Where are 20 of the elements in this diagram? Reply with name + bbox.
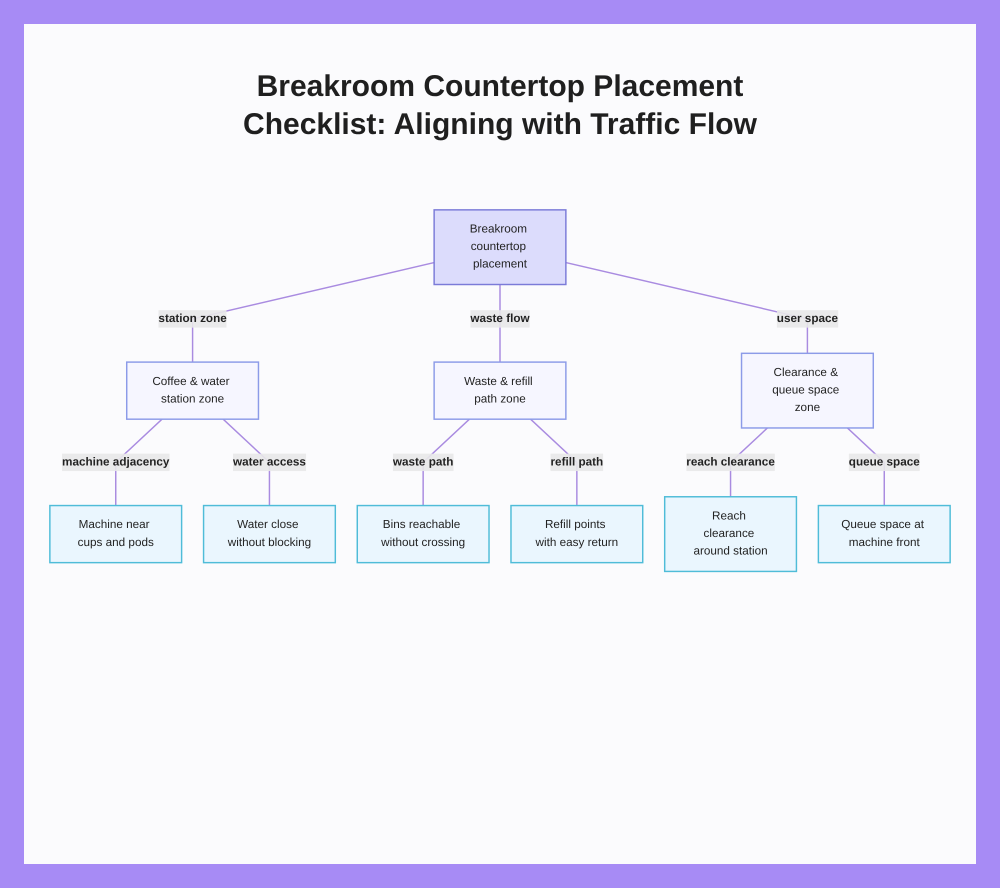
edge-label: queue space [848,456,920,468]
node-box: Water close without blocking [202,504,336,564]
node-box: Waste & refill path zone [433,361,567,420]
node-box: Clearance & queue space zone [740,352,874,429]
edge-label: refill path [550,456,604,468]
node-box: Queue space at machine front [818,504,951,564]
edge-label: reach clearance [686,456,775,468]
edge-label: water access [232,456,306,468]
node-box: Machine near cups and pods [49,504,182,564]
edge-label: waste flow [470,312,530,325]
diagram-title: Breakroom Countertop Placement Checklist: Aligning with Traffic Flow [242,69,758,143]
node-box: Breakroom countertop placement [433,209,567,286]
edge-label: waste path [392,456,454,468]
node-box: Reach clearance around station [664,496,798,572]
node-box: Coffee & water station zone [126,361,260,420]
node-box: Refill points with easy return [510,504,644,564]
edge-label: station zone [158,312,227,325]
edge-label: machine adjacency [62,456,170,468]
edge-label: user space [776,312,838,325]
node-box: Bins reachable without crossing [356,504,490,564]
